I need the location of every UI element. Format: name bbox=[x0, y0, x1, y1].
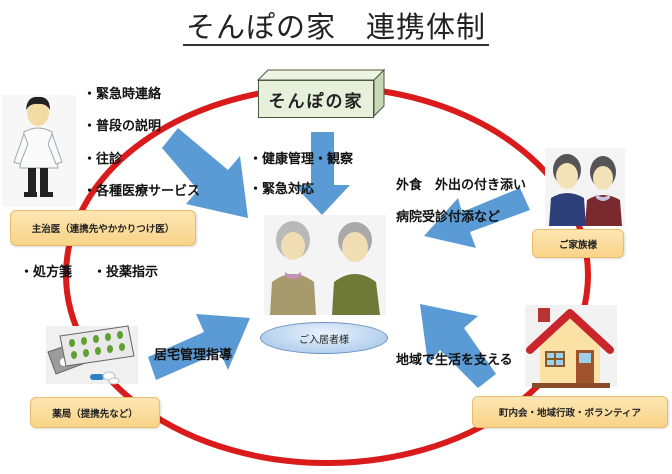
family-service-item: 外食 外出の付き添い bbox=[396, 178, 527, 193]
home-box-3d bbox=[256, 68, 386, 118]
doctor-service-item: ・各種医療サービス bbox=[83, 184, 201, 199]
home-service-item: ・緊急対応 bbox=[249, 182, 315, 197]
arrow-from-family bbox=[424, 188, 530, 248]
doctor-extra-item: ・処方箋 bbox=[20, 265, 73, 280]
pharmacy-label: 薬局（提携先など） bbox=[52, 408, 138, 420]
doctor-extra-item: ・投薬指示 bbox=[93, 265, 159, 280]
doctor-illustration-icon bbox=[2, 95, 76, 207]
family-illustration-icon bbox=[545, 148, 625, 226]
resident-label: ご入居者様 bbox=[299, 334, 349, 346]
residents-illustration-icon bbox=[264, 215, 386, 315]
home-box-label: そんぽの家 bbox=[268, 91, 364, 112]
community-label-box: 町内会・地域行政・ボランティア bbox=[472, 396, 668, 428]
home-box: そんぽの家 bbox=[258, 80, 374, 118]
community-service-item: 地域で生活を支える bbox=[396, 353, 513, 368]
page-title: そんぽの家 連携体制 bbox=[0, 4, 672, 46]
family-label: ご家族様 bbox=[558, 239, 597, 251]
family-service-item: 病院受診付添など bbox=[396, 210, 501, 225]
doctor-service-item: ・普段の説明 bbox=[83, 119, 162, 134]
home-service-item: ・健康管理・観察 bbox=[249, 152, 354, 167]
arrow-from-doctor bbox=[162, 128, 248, 218]
pharmacy-service-item: 居宅管理指導 bbox=[154, 348, 233, 363]
doctor-service-item: ・往診 bbox=[83, 152, 123, 167]
doctor-label: 主治医（連携先やかかりつけ医） bbox=[31, 224, 175, 235]
house-illustration-icon bbox=[525, 305, 617, 388]
page-title-text: そんぽの家 連携体制 bbox=[182, 10, 489, 46]
community-label: 町内会・地域行政・ボランティア bbox=[499, 408, 641, 419]
doctor-label-box: 主治医（連携先やかかりつけ医） bbox=[10, 210, 196, 246]
family-label-box: ご家族様 bbox=[532, 229, 624, 258]
pharmacy-label-box: 薬局（提携先など） bbox=[30, 397, 160, 428]
pharmacy-illustration-icon bbox=[46, 325, 138, 385]
arrow-from-home bbox=[294, 132, 350, 215]
arrow-from-pharmacy bbox=[148, 314, 250, 380]
resident-label-pill: ご入居者様 bbox=[260, 322, 388, 354]
arrow-from-community bbox=[420, 304, 496, 388]
doctor-service-item: ・緊急時連絡 bbox=[83, 87, 162, 102]
